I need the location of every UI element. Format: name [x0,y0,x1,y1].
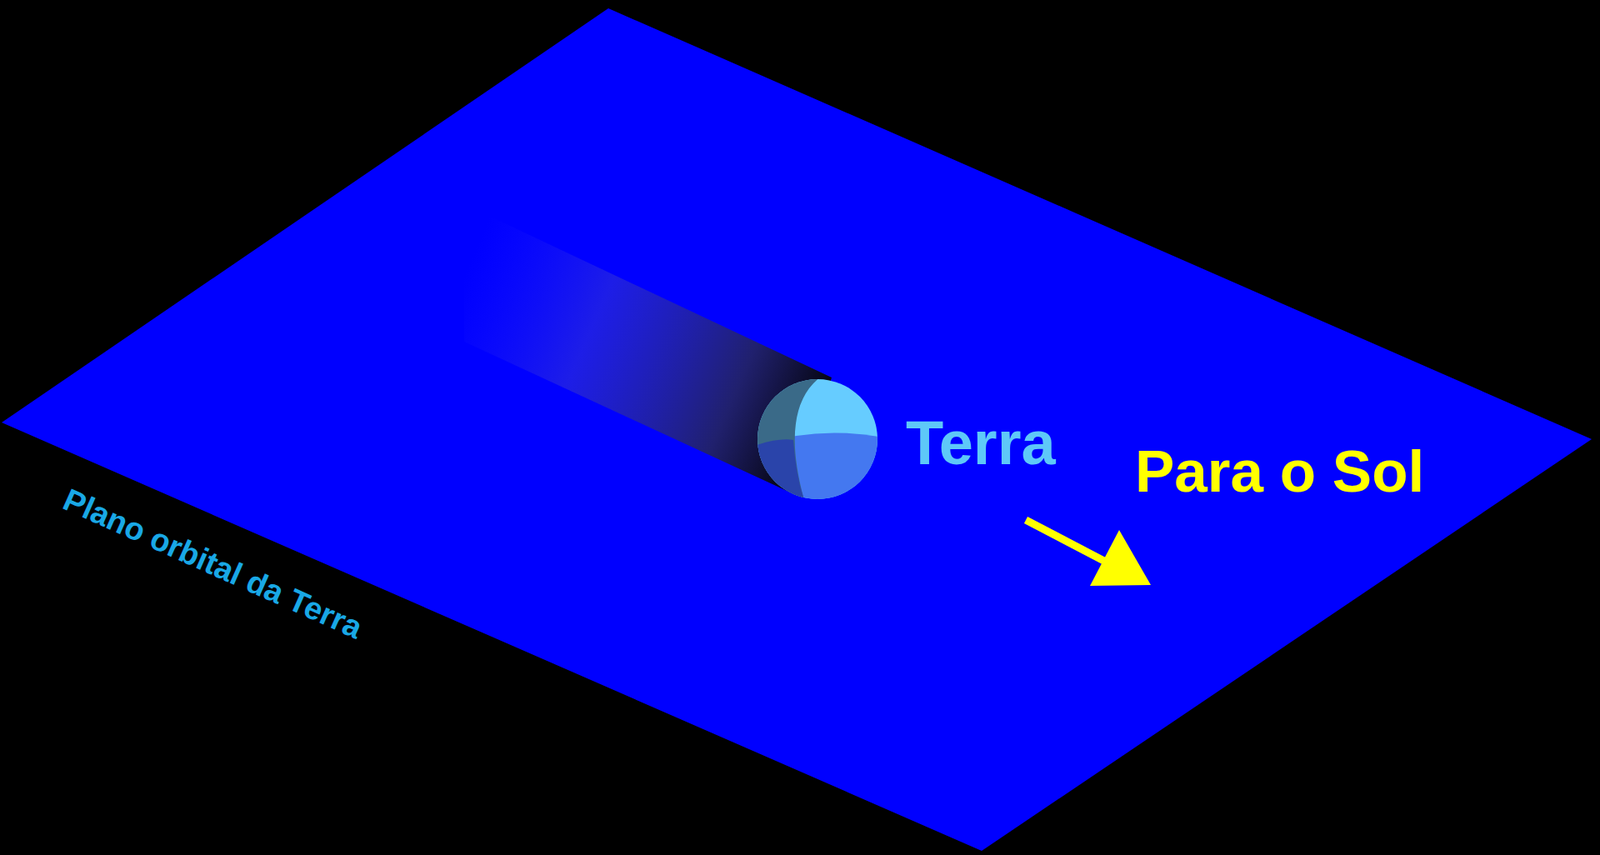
earth-sphere [750,375,892,509]
sun-direction-label: Para o Sol [1135,441,1425,501]
orbital-plane [1,8,1592,851]
earth-label: Terra [905,412,1056,475]
sun-direction-arrow [1025,520,1117,568]
arrowhead [1090,530,1151,586]
